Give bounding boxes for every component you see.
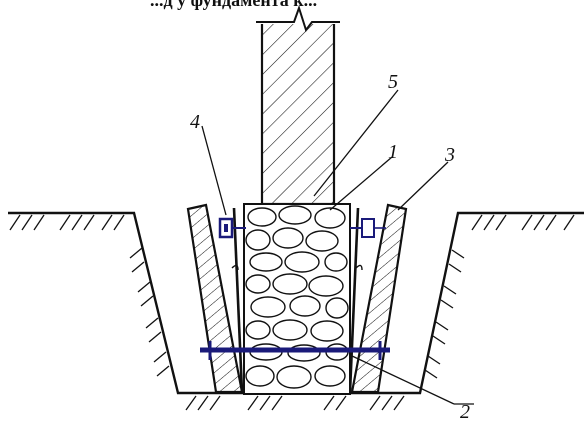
formwork-board-right bbox=[348, 203, 408, 394]
ground-hatch-left bbox=[9, 214, 170, 377]
ground-hatch-right bbox=[424, 214, 575, 379]
callout-5: 5 bbox=[388, 71, 398, 93]
rubble-foundation bbox=[243, 203, 351, 395]
header-fragment: ...д у фундамента к... bbox=[150, 0, 317, 10]
clamp-right bbox=[350, 218, 386, 238]
ground-hatch-bottom bbox=[185, 395, 405, 411]
callout-4: 4 bbox=[190, 111, 200, 133]
formwork-board-left bbox=[186, 203, 244, 394]
break-symbol-icon bbox=[256, 4, 340, 33]
callout-2: 2 bbox=[460, 401, 470, 423]
leader-lines bbox=[201, 89, 474, 405]
rubble-stones bbox=[245, 205, 349, 389]
brick-wall bbox=[255, 4, 341, 206]
callout-3: 3 bbox=[444, 144, 455, 166]
tie-rod bbox=[200, 341, 390, 360]
callout-1: 1 bbox=[388, 141, 398, 163]
clamp-left bbox=[218, 217, 246, 239]
